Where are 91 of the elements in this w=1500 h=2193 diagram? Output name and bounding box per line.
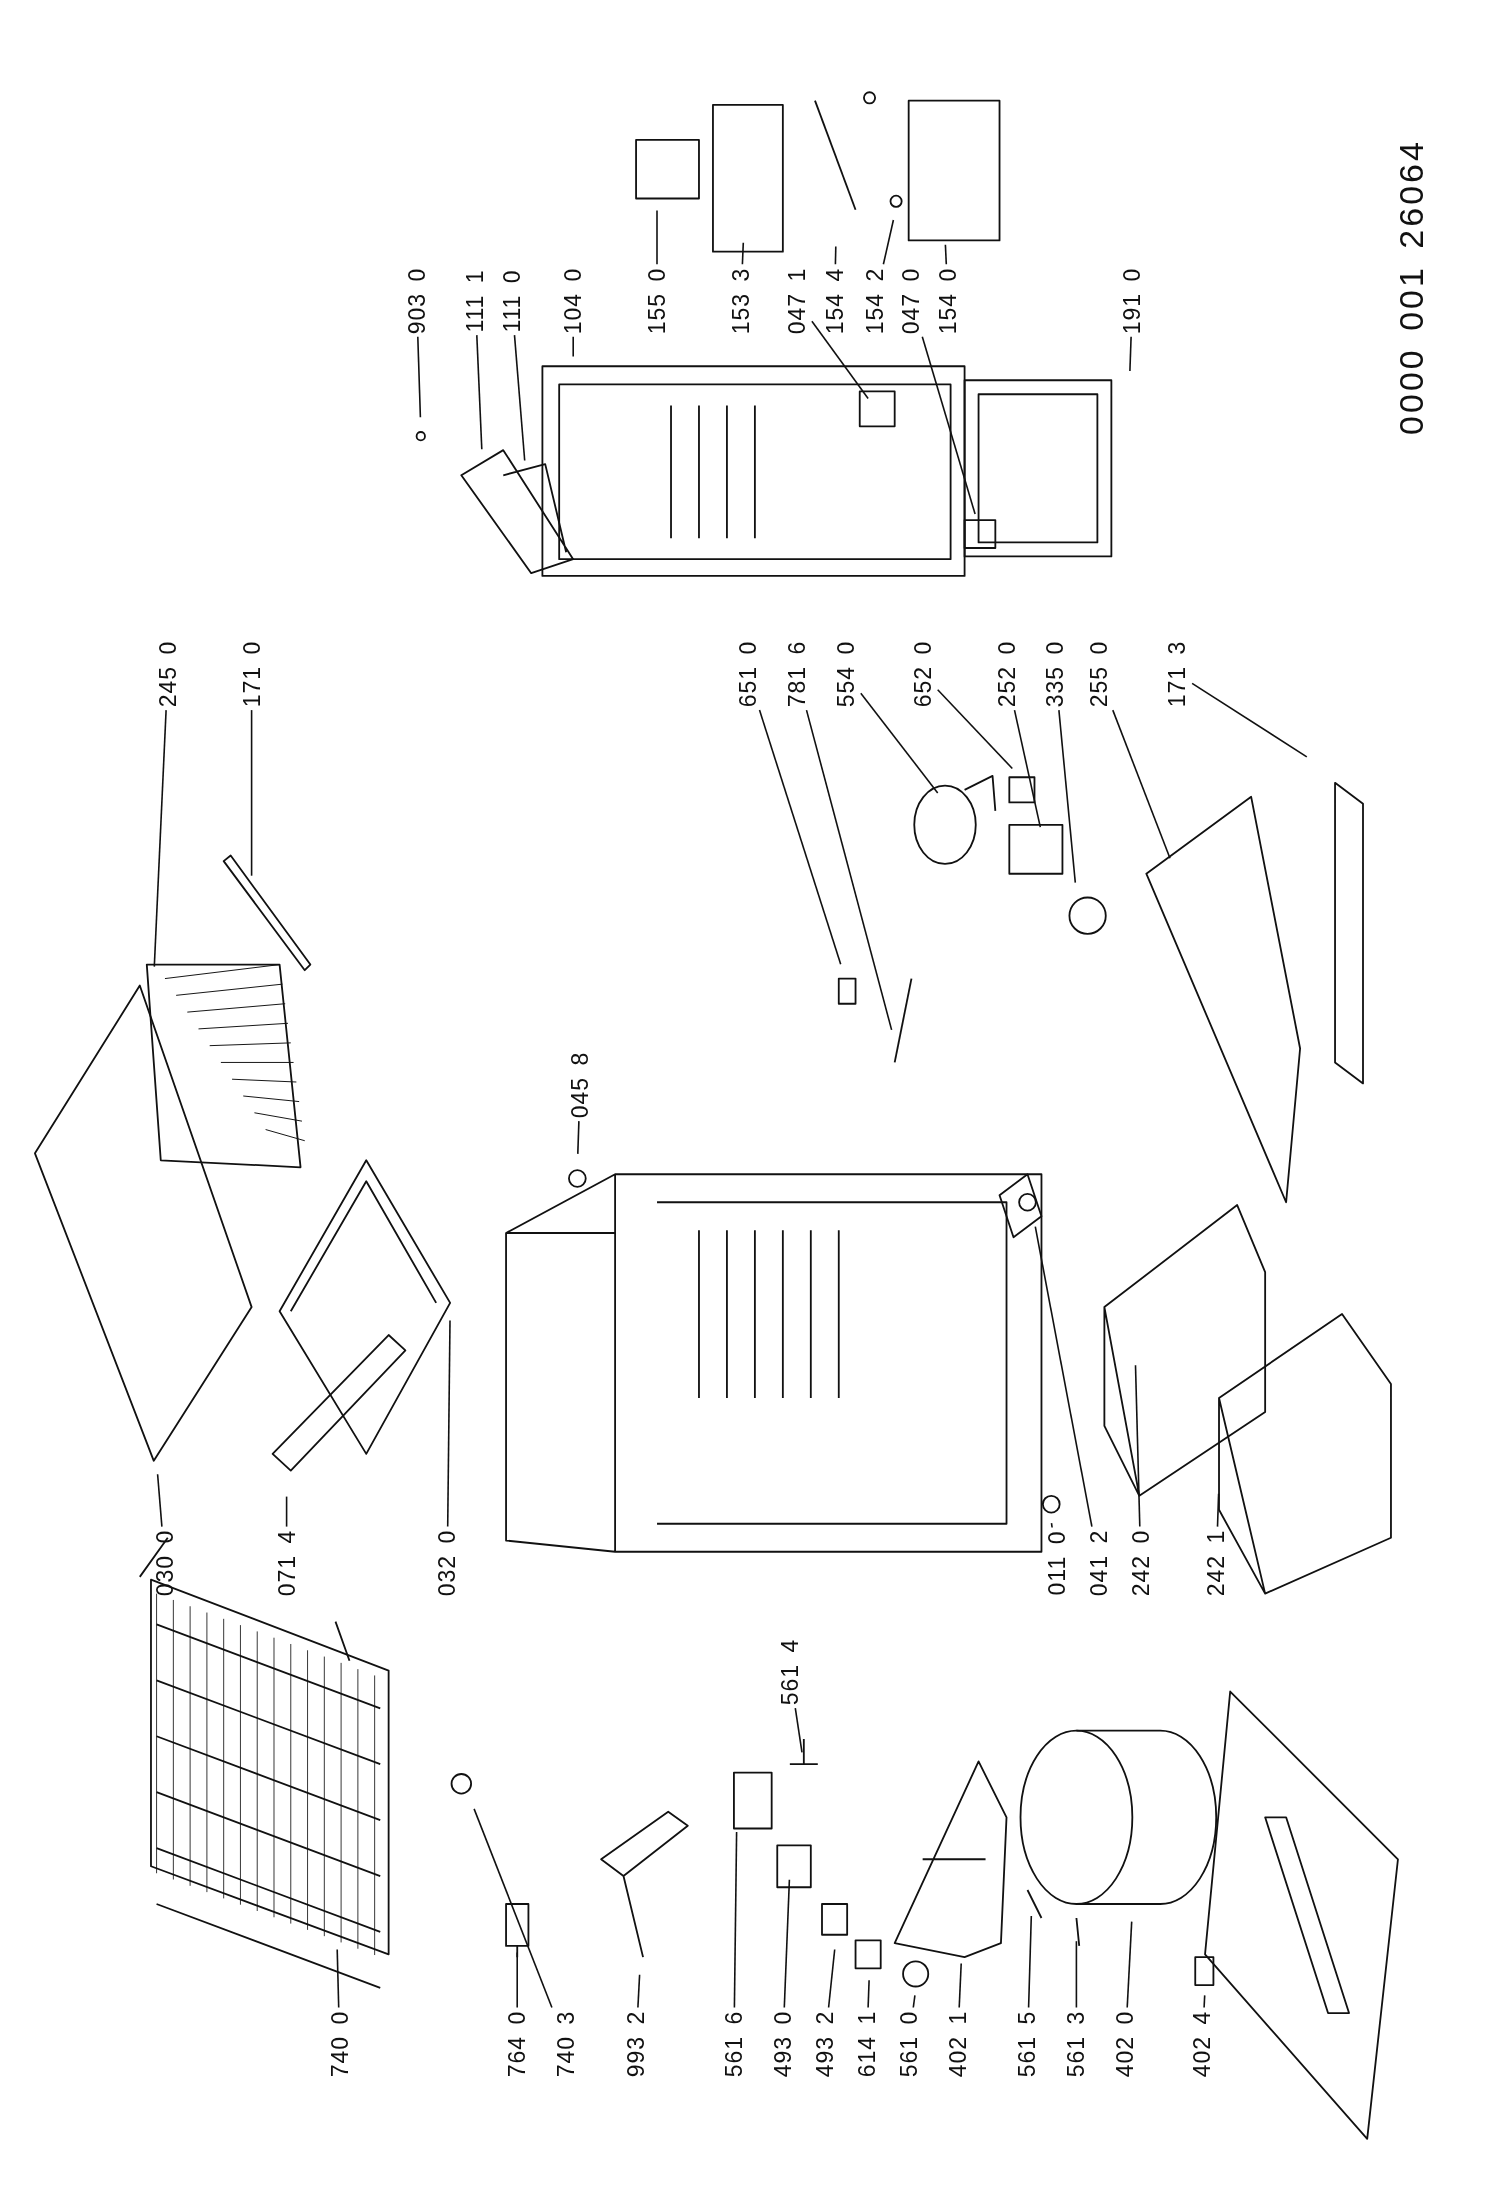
leader-line: [811, 320, 869, 400]
callout-number: 242 1: [1204, 1529, 1229, 1597]
leader-line: [882, 219, 895, 266]
callout-number: 903 0: [404, 267, 429, 334]
callout-number: 047 1: [784, 267, 809, 334]
leader-line: [1203, 1994, 1206, 2009]
leader-line: [1191, 682, 1308, 758]
leader-line: [733, 1831, 738, 2009]
callout-number: 104 0: [561, 267, 586, 334]
callout-number: 561 4: [777, 1638, 802, 1706]
callout-number: 045 8: [568, 1051, 593, 1119]
leader-line: [1126, 1920, 1133, 2009]
callout-number: 171 3: [1165, 640, 1190, 708]
leader-line: [1134, 1364, 1141, 1528]
leader-line: [1129, 336, 1132, 372]
callout-number: 032 0: [435, 1529, 460, 1597]
callout-number: 111 0: [499, 268, 524, 333]
callout-number: 781 6: [784, 640, 809, 708]
callout-number: 030 0: [152, 1529, 177, 1597]
leader-line: [476, 334, 483, 451]
leader-line: [1075, 1940, 1078, 2009]
callout-number: 402 0: [1113, 2010, 1138, 2078]
callout-number: 155 0: [644, 267, 670, 334]
leader-line: [446, 1319, 451, 1528]
leader-line: [1034, 1225, 1093, 1528]
leader-line: [794, 1707, 803, 1754]
callout-number: 993 2: [624, 2010, 649, 2078]
callout-number: 191 0: [1120, 267, 1145, 334]
leader-line: [1058, 709, 1077, 884]
leader-line: [513, 334, 526, 462]
callout-number: 242 0: [1128, 1529, 1153, 1597]
callout-number: 154 2: [863, 267, 888, 334]
callout-number: 335 0: [1043, 640, 1068, 708]
leader-line: [741, 242, 745, 266]
leader-line: [1050, 1522, 1053, 1529]
leader-line: [860, 692, 939, 794]
callout-number: 047 0: [899, 267, 924, 334]
callout-number: 561 0: [896, 2010, 921, 2078]
callout-number: 245 0: [155, 640, 180, 708]
callout-number: 071 4: [274, 1529, 299, 1597]
callout-number: 652 0: [910, 640, 935, 708]
leader-line: [944, 243, 948, 266]
callout-number: 561 5: [1015, 2010, 1040, 2078]
callout-number: 554 0: [833, 640, 858, 708]
leader-line: [473, 1808, 553, 2009]
callout-number: 614 1: [854, 2010, 879, 2078]
callout-number: 402 1: [945, 2010, 970, 2078]
callout-number: 764 0: [505, 2010, 530, 2078]
leader-line: [783, 1878, 791, 2009]
leader-line: [758, 709, 842, 966]
callout-number: 740 3: [554, 2010, 579, 2078]
drawing-number: 0000 001 26064: [1394, 138, 1430, 435]
callout-number: 493 2: [812, 2010, 837, 2078]
leader-line: [656, 209, 658, 266]
leader-line: [1112, 709, 1171, 860]
leader-line: [827, 1948, 836, 2009]
callout-number: 041 2: [1086, 1529, 1111, 1597]
callout-number: 153 3: [728, 267, 753, 334]
callout-number: 561 6: [721, 2010, 746, 2078]
callout-number: 255 0: [1086, 640, 1111, 708]
leader-line: [936, 688, 1014, 770]
leader-line: [867, 1979, 870, 2009]
callout-number: 651 0: [735, 640, 760, 708]
leader-line: [153, 709, 167, 968]
leader-line: [1027, 1915, 1033, 2009]
leader-line: [417, 336, 422, 418]
leader-line: [250, 709, 253, 877]
leader-line: [336, 1948, 340, 2009]
leader-line: [834, 245, 837, 266]
callout-number: 154 0: [935, 267, 960, 334]
callout-number: 493 0: [770, 2010, 795, 2078]
callout-number: 011 0: [1044, 1530, 1069, 1596]
leader-line: [516, 1951, 518, 2009]
leader-line: [156, 1473, 163, 1528]
callout-number: 111 1: [463, 268, 488, 333]
callout-number: 402 4: [1190, 2010, 1215, 2078]
leader-line: [1013, 709, 1042, 828]
leader-line: [577, 1120, 580, 1155]
leader-line: [637, 1973, 641, 2009]
leader-line: [572, 336, 574, 358]
leader-line: [805, 709, 893, 1031]
leader-line: [921, 336, 976, 515]
leader-line: [958, 1962, 962, 2009]
callout-number: 154 4: [822, 267, 847, 334]
callout-number: 561 3: [1064, 2010, 1089, 2078]
leader-line: [1216, 1493, 1220, 1528]
callout-number: 252 0: [994, 640, 1019, 708]
leader-line: [912, 1994, 916, 2009]
callout-number: 171 0: [239, 640, 264, 708]
callout-number: 740 0: [327, 2010, 352, 2078]
leader-line: [285, 1495, 288, 1528]
